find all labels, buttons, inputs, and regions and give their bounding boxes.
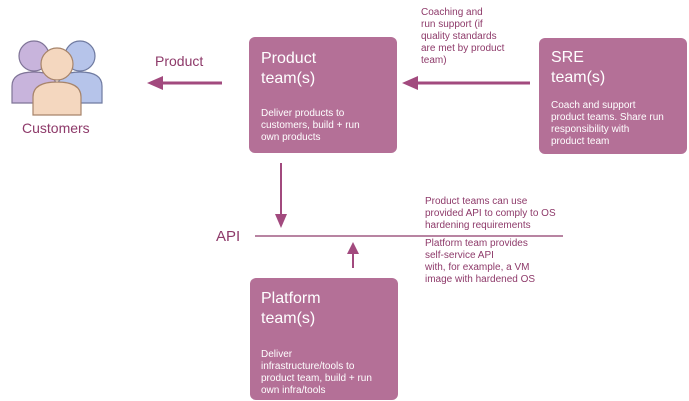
sre-note-1: Coaching and	[421, 7, 483, 18]
sre-to-product-arrow	[402, 76, 530, 90]
platform-team-title-line1: Platform	[261, 290, 321, 307]
sre-team-title-line2: team(s)	[551, 69, 606, 86]
platform-team-desc-3: product team, build + run	[261, 373, 372, 384]
product-team-title-line1: Product	[261, 50, 317, 67]
customers-label: Customers	[22, 120, 90, 136]
sre-note-2: run support (if	[421, 19, 483, 30]
product-team-title-line2: team(s)	[261, 70, 316, 87]
api-label: API	[216, 228, 241, 245]
platform-team-box: Platform team(s) Deliver infrastructure/…	[250, 278, 398, 400]
api-note-top-2: provided API to comply to OS	[425, 208, 556, 219]
sre-note-4: are met by product	[421, 43, 505, 54]
api-note-top-1: Product teams can use	[425, 196, 528, 207]
product-team-desc-1: Deliver products to	[261, 108, 345, 119]
product-to-api-arrow	[275, 163, 287, 228]
sre-team-box: SRE team(s) Coach and support product te…	[539, 38, 687, 154]
product-team-box: Product team(s) Deliver products to cust…	[249, 37, 397, 153]
api-note-top-3: hardening requirements	[425, 220, 531, 231]
api-note-bottom-3: with, for example, a VM	[425, 262, 530, 273]
api-note-bottom-2: self-service API	[425, 250, 494, 261]
product-team-desc-2: customers, build + run	[261, 120, 360, 131]
sre-team-desc-3: responsibility with	[551, 124, 630, 135]
sre-note-5: team)	[421, 55, 447, 66]
product-arrow-label: Product	[155, 53, 204, 69]
api-note-bottom-1: Platform team provides	[425, 238, 528, 249]
platform-team-desc-1: Deliver	[261, 349, 293, 360]
api-note-bottom-4: image with hardened OS	[425, 274, 536, 285]
sre-team-desc-1: Coach and support	[551, 100, 636, 111]
product-to-customers-arrow	[147, 76, 222, 90]
sre-note-3: quality standards	[421, 31, 497, 42]
product-team-desc-3: own products	[261, 132, 321, 143]
platform-team-desc-2: infrastructure/tools to	[261, 361, 355, 372]
sre-team-desc-4: product team	[551, 136, 610, 147]
platform-team-title-line2: team(s)	[261, 310, 316, 327]
platform-to-api-arrow	[347, 242, 359, 268]
platform-team-desc-4: own infra/tools	[261, 385, 326, 396]
sre-team-desc-2: product teams. Share run	[551, 112, 664, 123]
sre-team-title-line1: SRE	[551, 49, 584, 66]
